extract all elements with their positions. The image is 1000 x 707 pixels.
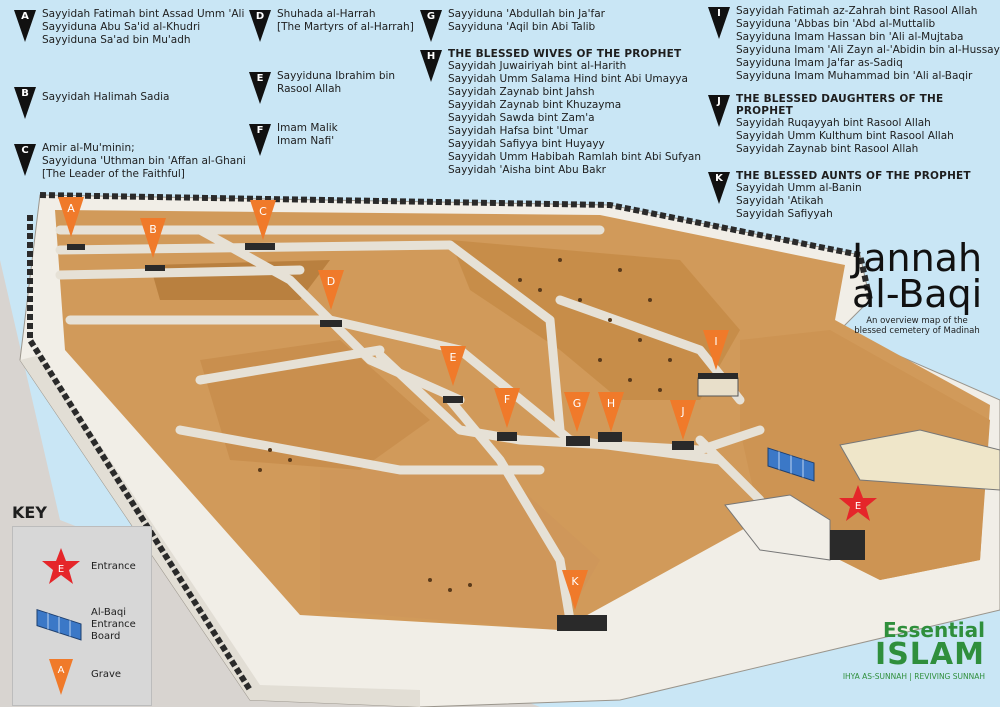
- badge-e: E: [249, 72, 271, 104]
- badge-c: C: [14, 144, 36, 176]
- title-line-2: al-Baqi: [852, 272, 983, 316]
- badge-i: I: [708, 7, 730, 39]
- svg-text:A: A: [67, 202, 75, 215]
- brand-line-1: Essential: [882, 618, 985, 642]
- grave-marker-icon: A: [49, 659, 73, 695]
- svg-text:E: E: [58, 564, 64, 575]
- grave-marker-a: A: [58, 197, 84, 237]
- key-entrance: E Entrance: [13, 547, 151, 587]
- grave-marker-b: B: [140, 218, 166, 258]
- svg-text:B: B: [149, 223, 157, 236]
- brand-tagline: IHYA AS-SUNNAH | REVIVING SUNNAH: [842, 672, 985, 681]
- legend-entry-b: B Sayyidah Halimah Sadia: [14, 85, 254, 119]
- entrance-star-icon: E: [839, 485, 877, 521]
- badge-b: B: [14, 87, 36, 119]
- title-line-1: Jannah: [852, 236, 983, 280]
- svg-text:G: G: [573, 397, 582, 410]
- grave-marker-j: J: [670, 400, 696, 440]
- svg-text:D: D: [327, 275, 335, 288]
- badge-j: J: [708, 95, 730, 127]
- legend-entry-h: H THE BLESSED WIVES OF THE PROPHET Sayyi…: [420, 48, 701, 177]
- grave-marker-c: C: [250, 200, 276, 240]
- legend-entry-i: I Sayyidah Fatimah az-Zahrah bint Rasool…: [708, 5, 1000, 83]
- key-title: KEY: [12, 503, 47, 522]
- svg-text:A: A: [58, 665, 65, 676]
- svg-text:H: H: [607, 397, 615, 410]
- brand-line-2: ISLAM: [875, 637, 985, 672]
- entrance-letter: E: [855, 501, 861, 512]
- badge-g: G: [420, 10, 442, 42]
- svg-text:I: I: [714, 335, 717, 348]
- svg-text:J: J: [680, 405, 684, 418]
- legend-col-2: D Shuhada al-Harrah[The Martyrs of al-Ha…: [249, 8, 419, 158]
- svg-text:F: F: [504, 393, 510, 406]
- badge-a: A: [14, 10, 36, 42]
- grave-marker-f: F: [494, 388, 520, 428]
- badge-f: F: [249, 124, 271, 156]
- grave-marker-d: D: [318, 270, 344, 310]
- grave-marker-g: G: [564, 392, 590, 432]
- svg-text:E: E: [450, 351, 457, 364]
- svg-text:K: K: [571, 575, 579, 588]
- badge-k: K: [708, 172, 730, 204]
- badge-h: H: [420, 50, 442, 82]
- grave-marker-e: E: [440, 346, 466, 386]
- grave-marker-k: K: [562, 570, 588, 610]
- brand-logo: Essential ISLAM IHYA AS-SUNNAH | REVIVIN…: [815, 620, 985, 681]
- legend-entry-j: J THE BLESSED DAUGHTERS OF THE PROPHET S…: [708, 93, 1000, 156]
- legend-col-4: I Sayyidah Fatimah az-Zahrah bint Rasool…: [708, 5, 1000, 231]
- key-grave: A Grave: [13, 657, 151, 697]
- entrance-star-icon: E: [42, 548, 80, 584]
- badge-d: D: [249, 10, 271, 42]
- legend-entry-c: C Amir al-Mu'minin;Sayyiduna 'Uthman bin…: [14, 142, 254, 181]
- svg-text:C: C: [259, 205, 267, 218]
- entrance-board-icon: [36, 609, 82, 641]
- grave-marker-h: H: [598, 392, 624, 432]
- grave-marker-i: I: [703, 330, 729, 370]
- legend-entry-d: D Shuhada al-Harrah[The Martyrs of al-Ha…: [249, 8, 419, 42]
- legend-entry-k: K THE BLESSED AUNTS OF THE PROPHET Sayyi…: [708, 170, 1000, 221]
